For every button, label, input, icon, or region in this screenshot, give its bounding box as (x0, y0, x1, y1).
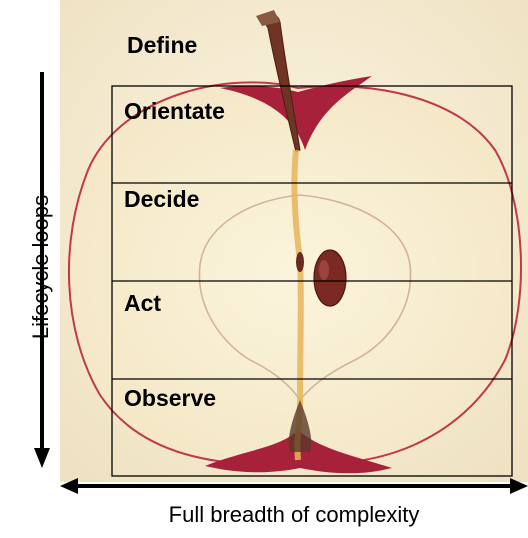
y-axis-label: Lifecycle loops (28, 182, 54, 352)
apple-seed-small (296, 252, 304, 272)
stage-label-observe: Observe (124, 385, 216, 412)
stage-label-act: Act (124, 290, 161, 317)
apple-seed (314, 250, 346, 306)
stage-label-orientate: Orientate (124, 98, 225, 125)
stage-label-define: Define (127, 32, 197, 59)
apple-seed-highlight (319, 260, 329, 280)
stage-label-decide: Decide (124, 186, 199, 213)
x-axis-label: Full breadth of complexity (0, 502, 528, 528)
